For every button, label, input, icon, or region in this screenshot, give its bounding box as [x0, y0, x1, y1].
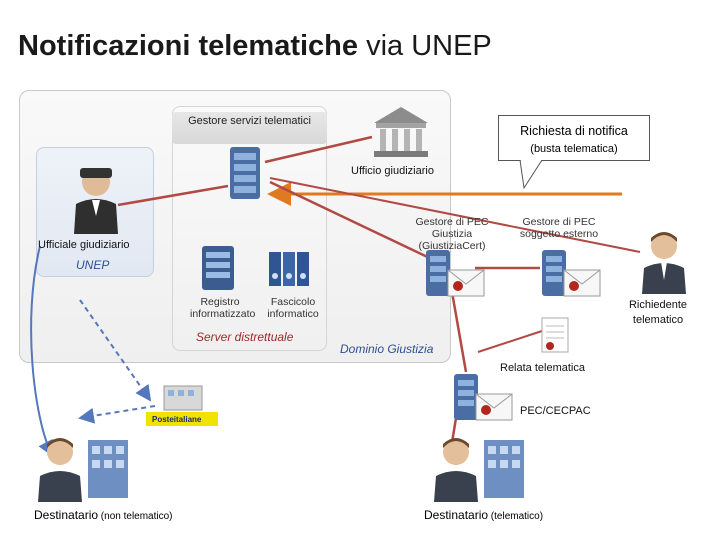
- unep-label: UNEP: [76, 258, 110, 272]
- poste-dest-arrow: [78, 405, 156, 424]
- callout-pointer: [519, 160, 543, 190]
- relata-link-line: [477, 329, 546, 353]
- relata-label: Relata telematica: [500, 362, 585, 374]
- dest-non-tel-icon: [38, 438, 128, 502]
- ufficio-label: Ufficio giudiziario: [351, 165, 434, 177]
- server-distrettuale-label: Server distrettuale: [196, 330, 294, 344]
- poste-arrow: [79, 299, 152, 402]
- pec-giustizia-link-line: [269, 180, 439, 264]
- callout-title: Richiesta di notifica: [520, 124, 628, 138]
- pec-giustizia-label: Gestore di PEC Giustizia (GiustiziaCert): [415, 216, 489, 252]
- cecpac-link-line: [450, 291, 468, 373]
- richiedente-link-line: [269, 177, 641, 253]
- richiedente-label: Richiedente telematico: [628, 299, 688, 326]
- callout-subtitle: (busta telematica): [530, 143, 618, 155]
- gestore-servizi-label: Gestore servizi telematici: [172, 112, 327, 144]
- courthouse-icon: [374, 107, 428, 157]
- dest-non-tel-arrow: [30, 245, 53, 457]
- ufficiale-link-line: [117, 184, 229, 207]
- pec-esterno-server-icon: [542, 250, 601, 297]
- ufficio-link-line: [264, 135, 373, 164]
- dest-tel-label: Destinatario (telematico): [424, 508, 544, 522]
- registro-icon: [202, 246, 234, 290]
- richiedente-person-icon: [642, 232, 686, 294]
- ufficiale-label: Ufficiale giudiziario: [38, 239, 130, 251]
- dest-non-tel-label: Destinatario (non telematico): [34, 508, 173, 522]
- fascicolo-label: Fascicolo informatico: [267, 296, 319, 320]
- pec-esterno-label: Gestore di PEC soggetto esterno: [519, 216, 599, 240]
- ufficiale-person-icon: [74, 168, 118, 234]
- cecpac-server-icon: [454, 374, 513, 421]
- registro-label: Registro informatizzato: [190, 296, 256, 320]
- fascicolo-icon: [269, 252, 309, 286]
- server-distrettuale-box: [172, 106, 327, 351]
- server-icon: [230, 147, 260, 199]
- dest-tel-icon: [434, 438, 524, 502]
- pec-giustizia-server-icon: [426, 250, 485, 297]
- pec-cecpac-label: PEC/CECPAC: [520, 405, 591, 417]
- poste-building-icon: [146, 385, 218, 426]
- richiesta-callout: Richiesta di notifica (busta telematica): [498, 115, 650, 161]
- poste-label: Posteitaliane: [152, 415, 202, 424]
- page-title: Notificazioni telematiche via UNEP: [18, 30, 492, 62]
- dominio-giustizia-label: Dominio Giustizia: [340, 342, 434, 356]
- document-icon: [541, 317, 569, 353]
